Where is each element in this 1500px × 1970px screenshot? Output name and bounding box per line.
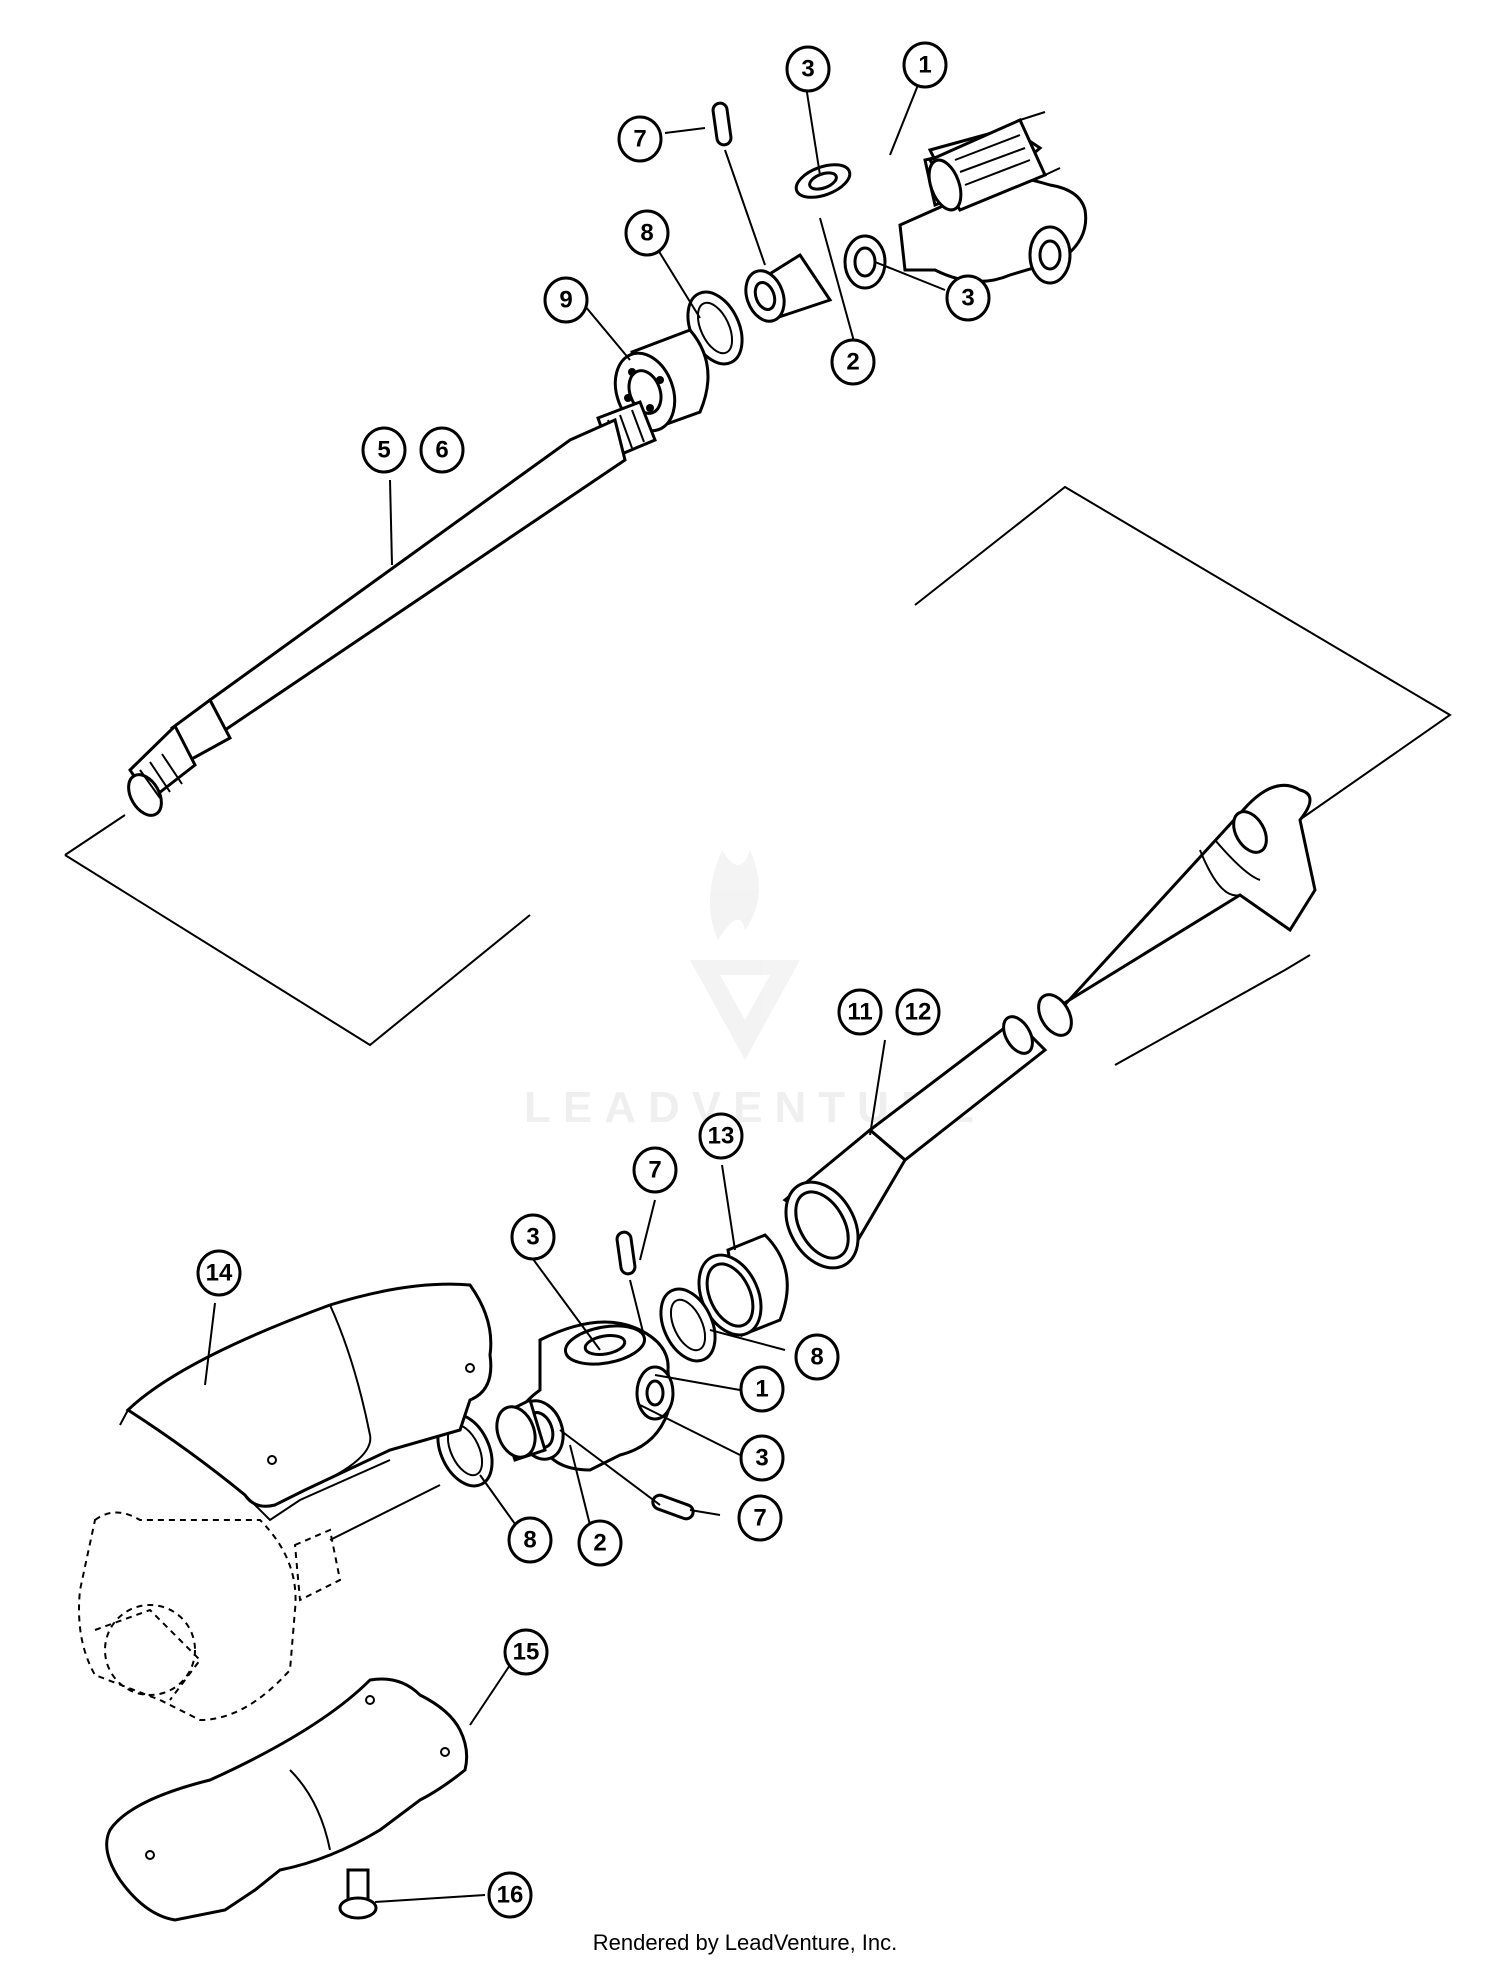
svg-text:6: 6: [435, 437, 448, 464]
svg-text:3: 3: [801, 56, 814, 83]
callout-1-bottom: 1: [739, 1365, 785, 1413]
callout-2-bottom: 2: [577, 1519, 623, 1567]
svg-text:8: 8: [810, 1344, 823, 1371]
footer-credit: Rendered by LeadVenture, Inc.: [593, 1930, 898, 1955]
callout-16: 16: [487, 1871, 533, 1919]
callout-12: 12: [895, 988, 941, 1036]
svg-text:15: 15: [513, 1639, 540, 1666]
callout-3-top-a: 3: [785, 45, 831, 93]
svg-text:7: 7: [648, 1157, 661, 1184]
svg-text:8: 8: [640, 220, 653, 247]
svg-text:9: 9: [559, 287, 572, 314]
svg-text:3: 3: [755, 1445, 768, 1472]
callout-15: 15: [503, 1628, 549, 1676]
callout-8-top: 8: [624, 209, 670, 257]
svg-text:11: 11: [847, 999, 872, 1026]
lower-shield: [105, 1677, 469, 1922]
svg-text:5: 5: [377, 437, 390, 464]
svg-text:2: 2: [846, 349, 859, 376]
middle-snap-ring: [659, 1287, 717, 1363]
long-drive-shaft: [127, 400, 657, 817]
assembly-plane-lines: [64, 485, 1452, 1066]
callout-9: 9: [543, 276, 589, 324]
upper-shield: [119, 1282, 493, 1522]
tube-bushing: [697, 1233, 789, 1338]
callout-7-bottom: 7: [737, 1494, 783, 1542]
svg-text:13: 13: [708, 1123, 735, 1150]
callout-13: 13: [698, 1112, 744, 1160]
callout-8-bottom-a: 8: [794, 1333, 840, 1381]
bearing: [613, 328, 710, 433]
svg-text:3: 3: [526, 1224, 539, 1251]
callout-1-top: 1: [902, 41, 948, 89]
callout-11: 11: [837, 988, 883, 1036]
callout-6: 6: [419, 426, 465, 474]
callout-3-bottom-b: 3: [739, 1434, 785, 1482]
svg-text:7: 7: [753, 1505, 766, 1532]
callout-7-mid: 7: [632, 1146, 678, 1194]
callout-3-bottom-a: 3: [510, 1213, 556, 1261]
svg-text:12: 12: [905, 999, 932, 1026]
callout-14: 14: [196, 1249, 242, 1297]
motor-dashed-outline: [78, 1484, 441, 1722]
svg-text:2: 2: [593, 1530, 606, 1557]
callout-5: 5: [361, 426, 407, 474]
svg-text:14: 14: [206, 1260, 233, 1287]
callout-3-top-b: 3: [945, 274, 991, 322]
shield-bolt: [338, 1868, 378, 1920]
svg-text:3: 3: [961, 285, 974, 312]
bottom-roll-pins: [559, 1230, 695, 1521]
callout-2-top: 2: [830, 338, 876, 386]
top-input-shaft: [927, 111, 1061, 212]
svg-text:8: 8: [523, 1527, 536, 1554]
bottom-universal-joint: [495, 1320, 675, 1472]
callout-8-bottom-b: 8: [507, 1516, 553, 1564]
svg-text:1: 1: [755, 1376, 768, 1403]
svg-text:7: 7: [633, 126, 646, 153]
callout-7-top: 7: [617, 115, 663, 163]
top-roll-pin: [711, 101, 766, 266]
drive-tube: [782, 783, 1317, 1270]
svg-text:16: 16: [497, 1882, 524, 1909]
svg-text:1: 1: [918, 52, 931, 79]
